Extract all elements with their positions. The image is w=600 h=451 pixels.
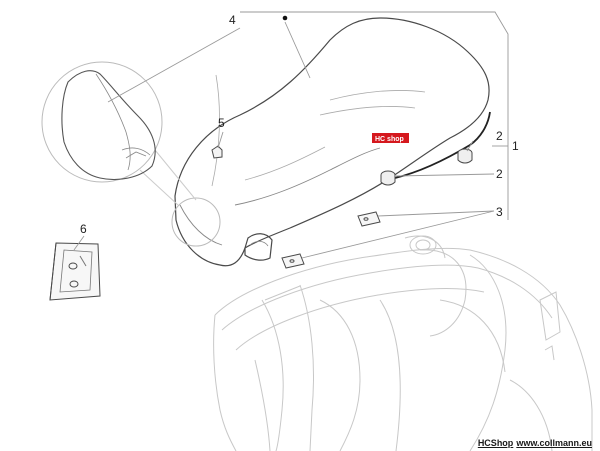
- part-5-stop: [211, 145, 223, 159]
- callout-4: 4: [229, 13, 236, 27]
- scooter-body-outline: [213, 235, 593, 451]
- part-2-buffer-upper: [457, 148, 473, 164]
- part-2-buffer-lower: [380, 170, 396, 186]
- callout-2-lower: 2: [496, 167, 503, 181]
- callout-6: 6: [80, 222, 87, 236]
- callout-5: 5: [218, 116, 225, 130]
- part-3-plate-lower: [281, 253, 305, 269]
- detail-magnifier: [41, 61, 221, 247]
- footer-url[interactable]: www.collmann.eu: [516, 438, 592, 448]
- seat: [174, 17, 491, 267]
- callout-1: 1: [512, 139, 519, 153]
- footer-shop-name: HCShop: [477, 438, 514, 448]
- reference-dot: [282, 15, 288, 21]
- logo-text: HC shop: [375, 136, 404, 143]
- part-6-bracket: [49, 242, 101, 301]
- callout-3: 3: [496, 205, 503, 219]
- part-3-plate-upper: [357, 211, 381, 227]
- hc-shop-logo: HC shop: [372, 133, 409, 143]
- leader-lines: [73, 11, 509, 259]
- callout-2-upper: 2: [496, 129, 503, 143]
